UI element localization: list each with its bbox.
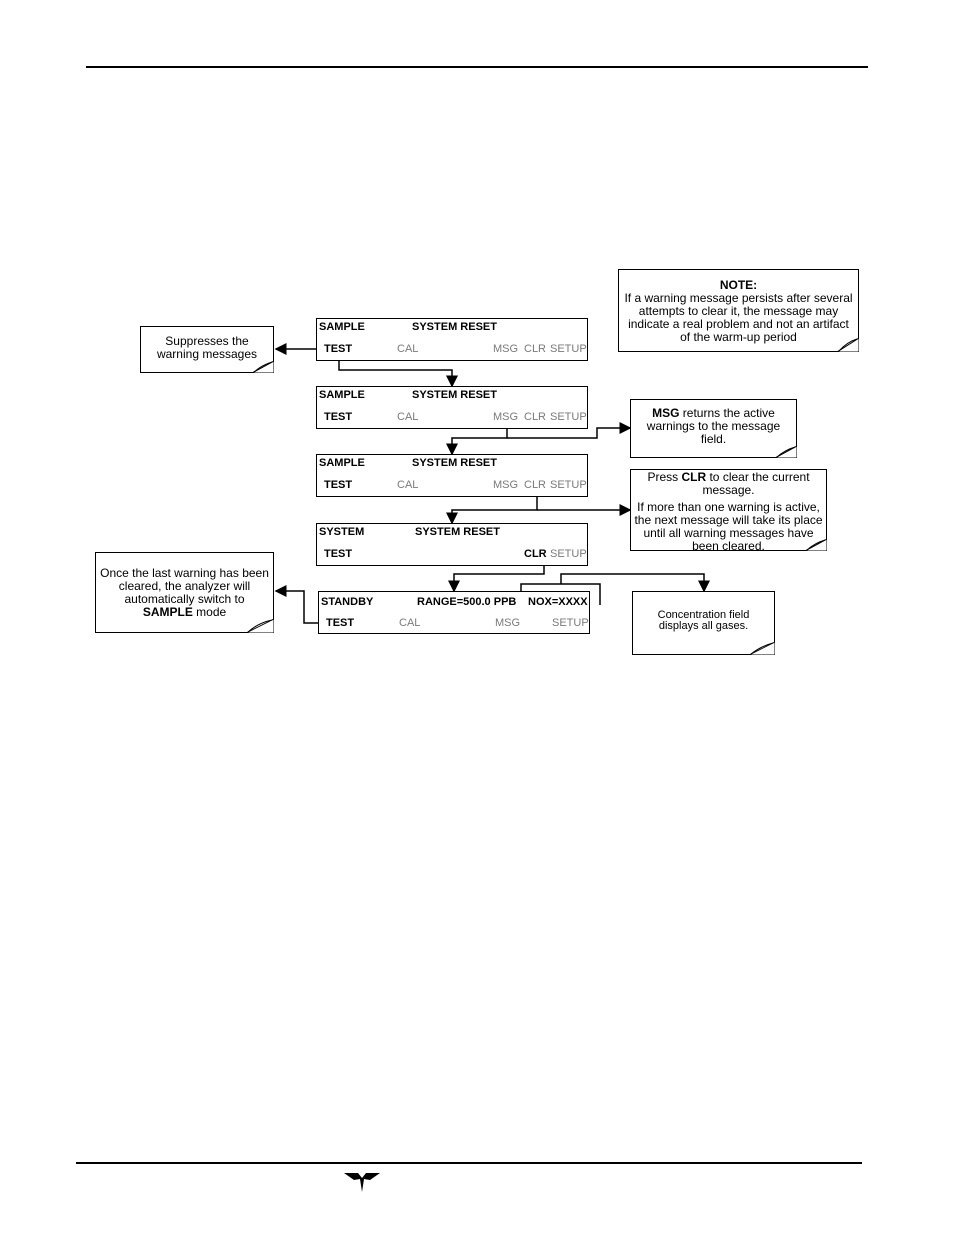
concentration-field: NOX=XXXX	[528, 596, 588, 608]
warning-persist-note: NOTE: If a warning message persists afte…	[618, 269, 859, 352]
page-curl-icon	[252, 361, 274, 373]
cal-button[interactable]: CAL	[397, 479, 419, 491]
footer-rule	[76, 1162, 862, 1164]
clr-post: to clear the current message.	[702, 470, 810, 497]
page-curl-icon	[246, 619, 274, 633]
test-button[interactable]: TEST	[326, 617, 355, 629]
clr-button[interactable]: CLR	[524, 343, 547, 355]
panel-title-mid: SYSTEM RESET	[412, 321, 497, 333]
setup-button[interactable]: SETUP	[550, 343, 587, 355]
setup-button[interactable]: SETUP	[550, 548, 587, 560]
test-button[interactable]: TEST	[324, 343, 353, 355]
panel-title-left: STANDBY	[321, 596, 374, 608]
setup-button[interactable]: SETUP	[552, 617, 589, 629]
clr-keyword: CLR	[681, 470, 707, 484]
display-panel-5: STANDBY RANGE=500.0 PPB NOX=XXXX TEST CA…	[318, 591, 590, 634]
note-heading: NOTE:	[719, 278, 758, 292]
test-button[interactable]: TEST	[324, 548, 353, 560]
cal-button[interactable]: CAL	[397, 343, 419, 355]
clr-button[interactable]: CLR	[524, 411, 547, 423]
msg-button[interactable]: MSG	[495, 617, 521, 629]
last-post: mode	[192, 605, 227, 619]
clr-explanation-note: Press CLR to clear the current message. …	[630, 469, 827, 553]
page-curl-icon	[837, 338, 859, 352]
test-button[interactable]: TEST	[324, 411, 353, 423]
msg-explanation: returns the active warnings to the messa…	[646, 406, 781, 446]
sample-keyword: SAMPLE	[142, 605, 193, 619]
clr-pre: Press	[647, 470, 682, 484]
concentration-note: Concentration field displays all gases.	[632, 591, 775, 655]
panel-title-left: SAMPLE	[319, 457, 365, 469]
cal-button[interactable]: CAL	[397, 411, 419, 423]
page-curl-icon	[749, 642, 775, 655]
panel-title-left: SAMPLE	[319, 321, 365, 333]
conc-text: Concentration field displays all gases.	[657, 609, 750, 632]
panel-title-mid: SYSTEM RESET	[415, 526, 500, 538]
clr-first-line: Press CLR to clear the current message.	[634, 471, 823, 497]
header-rule	[86, 66, 868, 68]
last-pre: Once the last warning has been cleared, …	[100, 566, 269, 606]
note-body: If a warning message persists after seve…	[624, 291, 853, 344]
msg-button[interactable]: MSG	[493, 411, 519, 423]
suppress-warnings-note: Suppresses the warning messages	[140, 326, 274, 373]
page-curl-icon	[775, 446, 797, 458]
last-warning-note: Once the last warning has been cleared, …	[95, 552, 274, 633]
panel-title-left: SAMPLE	[319, 389, 365, 401]
suppress-text: Suppresses the warning messages	[156, 334, 258, 361]
company-logo-icon	[344, 1173, 380, 1192]
clr-button[interactable]: CLR	[524, 479, 547, 491]
clr-button[interactable]: CLR	[524, 548, 547, 560]
display-panel-1: SAMPLE SYSTEM RESET TEST CAL MSG CLR SET…	[316, 318, 588, 361]
clr-more-text: If more than one warning is active, the …	[634, 500, 823, 553]
msg-button[interactable]: MSG	[493, 343, 519, 355]
display-panel-2: SAMPLE SYSTEM RESET TEST CAL MSG CLR SET…	[316, 386, 588, 429]
display-panel-3: SAMPLE SYSTEM RESET TEST CAL MSG CLR SET…	[316, 454, 588, 497]
msg-keyword: MSG	[652, 406, 680, 420]
cal-button[interactable]: CAL	[399, 617, 421, 629]
page-curl-icon	[805, 539, 827, 551]
panel-title-mid: SYSTEM RESET	[412, 389, 497, 401]
msg-button[interactable]: MSG	[493, 479, 519, 491]
range-readout: RANGE=500.0 PPB	[417, 596, 517, 608]
panel-title-mid: SYSTEM RESET	[412, 457, 497, 469]
display-panel-4: SYSTEM SYSTEM RESET TEST CLR SETUP	[316, 523, 588, 566]
test-button[interactable]: TEST	[324, 479, 353, 491]
setup-button[interactable]: SETUP	[550, 411, 587, 423]
setup-button[interactable]: SETUP	[550, 479, 587, 491]
msg-explanation-note: MSG returns the active warnings to the m…	[630, 399, 797, 458]
panel-title-left: SYSTEM	[319, 526, 365, 538]
